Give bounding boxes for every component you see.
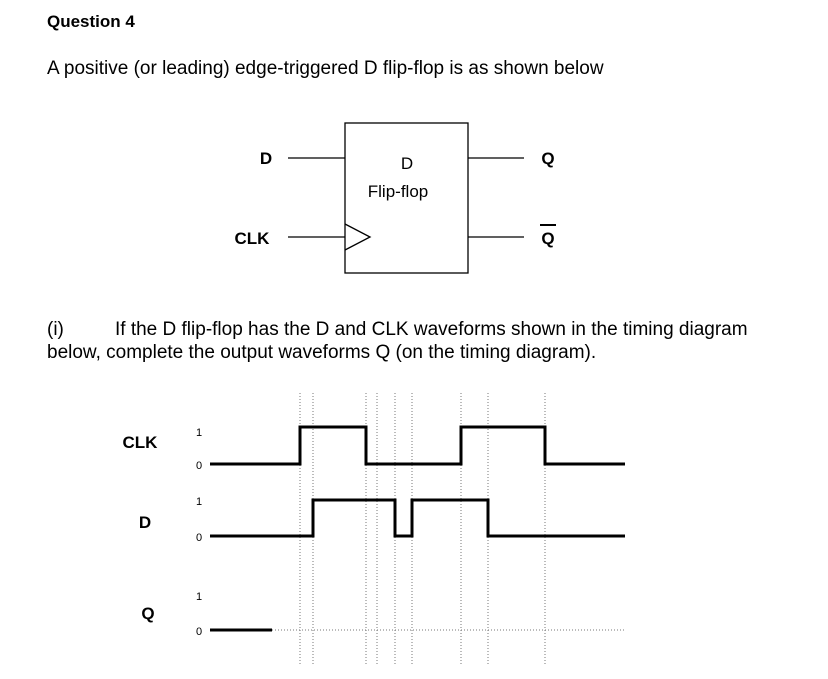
signal-high-label-0: 1: [196, 427, 202, 439]
part-i-label: (i): [47, 319, 64, 340]
d-input-label: D: [260, 149, 272, 168]
signal-low-label-1: 0: [196, 532, 202, 544]
question-title: Question 4: [47, 12, 135, 31]
signal-name-2: Q: [141, 604, 154, 623]
flip-flop-name: Flip-flop: [368, 182, 428, 201]
qbar-output-label: Q: [541, 229, 554, 248]
signal-name-0: CLK: [123, 433, 159, 452]
flip-flop-name-d: D: [401, 154, 413, 173]
question-intro: A positive (or leading) edge-triggered D…: [47, 58, 604, 79]
part-i-line1-text: If the D flip-flop has the D and CLK wav…: [115, 319, 748, 340]
signal-name-1: D: [139, 513, 151, 532]
clock-edge-triangle: [344, 223, 372, 251]
signal-high-label-1: 1: [196, 496, 202, 508]
signal-low-label-0: 0: [196, 460, 202, 472]
flip-flop-box: [344, 122, 469, 274]
q-output-label: Q: [541, 149, 554, 168]
waveform-clk: [210, 425, 625, 466]
part-i-text: (i) If the D flip-flop has the D and CLK …: [47, 318, 748, 364]
waveform-d: [210, 498, 625, 538]
signal-low-label-2: 0: [196, 626, 202, 638]
part-i-line1: (i) If the D flip-flop has the D and CLK …: [47, 318, 748, 341]
clk-input-label: CLK: [235, 229, 271, 248]
part-i-line2: below, complete the output waveforms Q (…: [47, 342, 597, 363]
signal-high-label-2: 1: [196, 591, 202, 603]
